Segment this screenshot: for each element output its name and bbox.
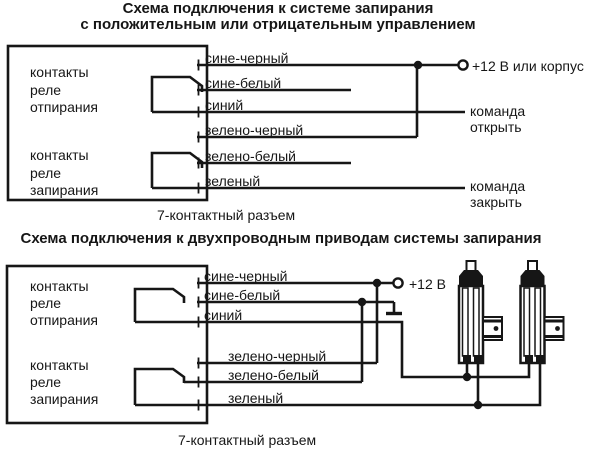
wire-green [135,363,542,407]
wire-label-blue-white: сине-белый [204,287,281,303]
power-terminal-label: +12 В или корпус [472,58,584,74]
unlock-relay-label: контакты реле отпирания [30,278,98,328]
connector-box [6,44,209,202]
junction-dot [372,278,382,288]
wire-label-blue-white: сине-белый [205,75,282,91]
wire-label-green-white: зелено-белый [205,148,296,164]
wire-label-blue: синий [205,97,244,113]
actuator-terminal [463,355,471,363]
connector-caption: 7-контактный разъем [178,432,317,448]
door-lock-actuator-icon [519,260,565,365]
lock-relay-label: контакты реле запирания [30,357,99,407]
wire-label-green-black: зелено-черный [228,348,327,364]
wire-label-blue-black: сине-черный [204,268,288,284]
wire-blue [135,320,531,379]
connector-caption: 7-контактный разъем [157,207,296,223]
title-line: с положительным или отрицательным управл… [80,16,476,33]
actuator-mount-screw [493,326,499,331]
top-diagram-title: Схема подключения к системе запирания с … [0,1,556,33]
junction-dot [357,297,367,307]
power-terminal-icon [457,59,469,71]
actuator-mount [482,316,503,341]
bottom-diagram-title: Схема подключения к двухпроводным привод… [20,230,542,247]
actuator-terminal [536,355,544,363]
top-diagram-art [6,44,469,202]
wire-label-green: зеленый [228,390,284,406]
wire-label-green: зеленый [205,173,261,189]
power-terminal-label: +12 В [409,276,446,292]
relay-contact-icon [133,367,186,405]
connector-box [5,264,209,425]
power-terminal-icon [392,277,404,289]
wire-label-green-white: зелено-белый [228,367,319,383]
title-line: Схема подключения к системе запирания [122,0,434,17]
relay-contact-icon [150,75,204,112]
actuator-terminal [474,355,482,363]
command-open-label: команда открыть [470,103,526,135]
actuator-mount [543,316,565,341]
actuator-cap [520,270,545,286]
actuator-mount-screw [555,326,560,331]
lock-relay-label: контакты реле запирания [30,147,99,198]
bottom-diagram-art [5,260,565,425]
wire-label-blue-black: сине-черный [205,50,289,66]
wire-label-green-black: зелено-черный [205,122,304,138]
junction-dot [413,60,423,70]
relay-contact-icon [133,287,186,322]
door-lock-actuator-icon [457,260,503,405]
unlock-relay-label: контакты реле отпирания [30,64,98,115]
wire-label-blue: синий [204,307,243,323]
relay-contact-icon [150,151,204,188]
ground-icon [386,302,402,316]
actuator-terminal [525,355,533,363]
actuator-cap [459,270,483,286]
command-close-label: команда закрыть [470,178,526,210]
